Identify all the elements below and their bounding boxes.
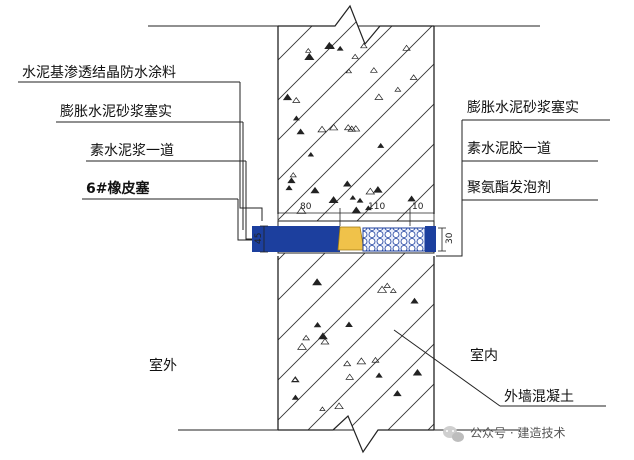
hatch-line — [278, 6, 434, 452]
aggregate-mark — [318, 332, 328, 340]
dim-110: 110 — [368, 202, 385, 212]
dim-45: 45 — [254, 233, 264, 244]
aggregate-mark — [374, 93, 384, 100]
label-rubber-plug: 6#橡皮塞 — [86, 180, 150, 197]
wall-aggregate — [282, 41, 423, 411]
hatch-line — [317, 6, 434, 452]
aggregate-mark — [356, 357, 367, 365]
label-pu-foam: 聚氨酯发泡剂 — [467, 180, 551, 196]
aggregate-mark — [310, 186, 320, 194]
aggregate-mark — [409, 74, 418, 80]
aggregate-mark — [377, 142, 385, 148]
aggregate-mark — [410, 297, 419, 304]
aggregate-mark — [402, 44, 411, 51]
aggregate-mark — [345, 373, 355, 380]
dim-30: 30 — [445, 232, 455, 244]
aggregate-mark — [360, 42, 368, 49]
dim-10: 10 — [412, 202, 424, 212]
aggregate-mark — [375, 372, 383, 378]
aggregate-mark — [287, 177, 296, 184]
label-indoor: 室内 — [470, 347, 498, 364]
label-cement-slurry: 素水泥浆一道 — [90, 143, 174, 159]
aggregate-mark — [319, 406, 326, 411]
aggregate-mark — [412, 368, 423, 376]
aggregate-mark — [336, 45, 344, 51]
hatch-line — [278, 6, 434, 452]
polyurethane-foam — [362, 227, 426, 252]
label-left-expansion-mortar: 膨胀水泥砂浆塞实 — [60, 103, 172, 120]
aggregate-mark — [291, 377, 299, 382]
watermark: 公众号 · 建造技术 — [443, 426, 565, 442]
aggregate-mark — [364, 205, 372, 211]
aggregate-mark — [356, 197, 364, 203]
aggregate-mark — [320, 338, 330, 345]
aggregate-mark — [373, 186, 383, 193]
aggregate-mark — [371, 356, 380, 363]
aggregate-mark — [329, 123, 339, 131]
aggregate-mark — [291, 394, 300, 400]
label-exterior-wall-concrete: 外墙混凝土 — [504, 389, 574, 405]
hatch-line — [278, 6, 434, 452]
aggregate-mark — [376, 285, 388, 293]
aggregate-mark — [383, 282, 391, 288]
right-seal — [425, 226, 436, 252]
label-cement-waterproof-coating: 水泥基渗透结晶防水涂料 — [22, 64, 176, 81]
aggregate-mark — [407, 195, 416, 202]
aggregate-mark — [328, 44, 335, 49]
aggregate-mark — [345, 68, 353, 74]
aggregate-mark — [328, 196, 339, 204]
aggregate-mark — [351, 125, 361, 132]
wechat-icon — [443, 426, 464, 442]
dimension-annotations: 80 110 10 45 30 — [254, 202, 455, 253]
aggregate-mark — [285, 185, 293, 191]
dim-80: 80 — [300, 202, 312, 212]
aggregate-mark — [282, 93, 293, 101]
hatch-line — [278, 6, 379, 452]
aggregate-mark — [307, 151, 315, 157]
aggregate-mark — [312, 278, 323, 286]
expansion-mortar-plug — [337, 226, 365, 251]
aggregate-mark — [369, 67, 378, 73]
aggregate-mark — [296, 206, 307, 214]
label-right-expansion-mortar: 膨胀水泥砂浆塞实 — [467, 99, 579, 116]
aggregate-mark — [389, 287, 397, 293]
hatch-line — [278, 6, 419, 452]
wall-break-lines — [278, 4, 434, 454]
aggregate-mark — [302, 334, 311, 341]
aggregate-mark — [393, 390, 402, 397]
aggregate-mark — [317, 125, 327, 133]
aggregate-mark — [304, 47, 312, 53]
label-cement-paste: 素水泥胶一道 — [467, 140, 551, 157]
aggregate-mark — [394, 86, 402, 92]
aggregate-mark — [351, 53, 359, 59]
aggregate-mark — [304, 52, 315, 61]
hatch-line — [598, 0, 634, 460]
aggregate-mark — [292, 97, 301, 103]
wall-penetration — [252, 220, 436, 254]
aggregate-mark — [313, 321, 322, 328]
rubber-plug-pipe — [252, 226, 340, 252]
hatch-line — [278, 6, 434, 452]
aggregate-mark — [345, 321, 353, 327]
left-labels: 水泥基渗透结晶防水涂料 膨胀水泥砂浆塞实 素水泥浆一道 6#橡皮塞 — [18, 64, 263, 241]
aggregate-mark — [297, 342, 307, 350]
aggregate-mark — [343, 124, 353, 131]
aggregate-mark — [343, 180, 352, 187]
aggregate-mark — [343, 360, 352, 367]
label-outdoor: 室外 — [149, 357, 177, 374]
aggregate-mark — [365, 187, 376, 195]
watermark-text: 公众号 · 建造技术 — [470, 426, 565, 440]
aggregate-mark — [296, 128, 305, 135]
aggregate-mark — [334, 402, 344, 410]
wall-leader: 外墙混凝土 — [393, 329, 606, 407]
aggregate-mark — [347, 125, 357, 132]
aggregate-mark — [289, 172, 297, 178]
aggregate-mark — [349, 195, 357, 200]
right-labels: 膨胀水泥砂浆塞实 素水泥胶一道 聚氨酯发泡剂 — [436, 99, 610, 257]
aggregate-mark — [292, 115, 300, 121]
